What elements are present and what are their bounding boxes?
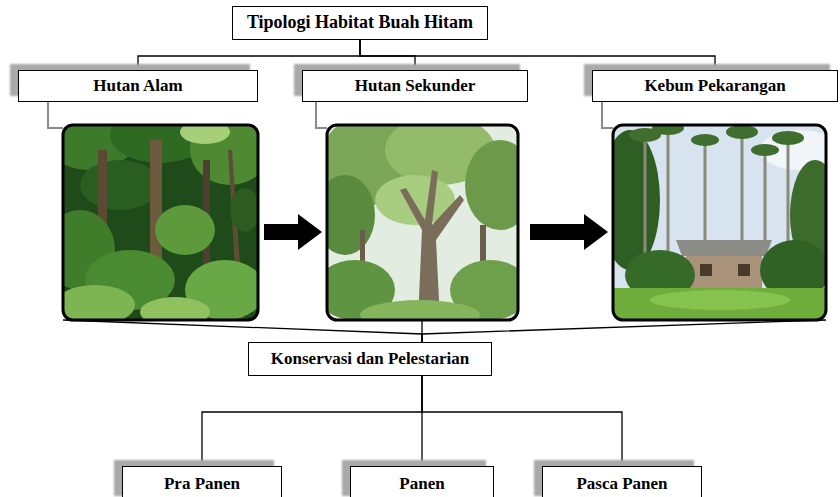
node-label: Kebun Pekarangan [644,77,785,96]
habitat-node: Pra Panen [122,466,282,497]
natural-forest-photo [63,125,258,320]
node-label: Panen [399,475,444,494]
node-label: Pra Panen [164,475,240,494]
connector-line [138,40,360,70]
connector-line [422,320,826,342]
frame-bracket [48,102,63,128]
connector-line [422,376,622,466]
secondary-forest-photo [327,125,518,320]
block-arrow [264,214,322,250]
habitat-node: Konservasi dan Pelestarian [248,342,492,376]
frame-bracket [602,102,613,128]
label-box: Hutan Sekunder [302,70,528,102]
habitat-node: Kebun Pekarangan [590,70,836,320]
label-box: Hutan Alam [18,70,258,102]
label-box: Kebun Pekarangan [592,70,838,102]
home-garden-photo [613,125,826,320]
habitat-node: Tipologi Habitat Buah Hitam [232,6,488,40]
habitat-node: Panen [350,466,494,497]
connector-line [360,40,415,70]
habitat-node: Pasca Panen [542,466,702,497]
node-label: Konservasi dan Pelestarian [271,350,469,369]
node-label: Tipologi Habitat Buah Hitam [247,13,473,33]
habitat-node: Hutan Sekunder [302,70,528,320]
connector-line [202,376,422,466]
frame-bracket [316,102,327,128]
node-label: Pasca Panen [576,475,667,494]
connector-line [63,320,422,342]
block-arrow [530,214,608,250]
node-label: Hutan Alam [93,77,182,96]
connector-line [360,40,715,70]
node-label: Hutan Sekunder [355,77,475,96]
habitat-node: Hutan Alam [18,70,262,320]
